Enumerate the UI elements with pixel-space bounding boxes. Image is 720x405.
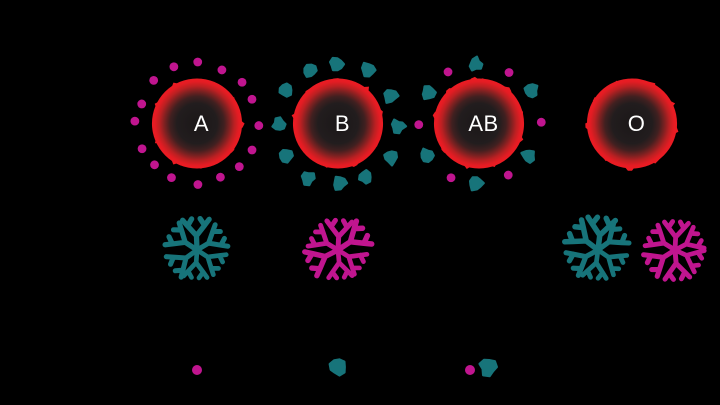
a-antigen-icon bbox=[193, 57, 203, 67]
a-antigen-icon bbox=[446, 173, 456, 183]
b-antigen-icon bbox=[358, 169, 372, 185]
b-antigen-icon bbox=[333, 175, 349, 191]
b-antigen-icon bbox=[383, 150, 398, 167]
a-antigen-icon bbox=[503, 170, 513, 180]
a-antigen-icon bbox=[216, 172, 225, 182]
blood-group-column-b bbox=[271, 56, 408, 377]
b-antigen-icon bbox=[520, 149, 535, 164]
a-antigen-icon bbox=[443, 67, 453, 77]
b-antigen-icon bbox=[329, 56, 346, 72]
red-blood-cell-icon bbox=[151, 78, 245, 169]
b-antigen-icon bbox=[390, 118, 408, 135]
b-antigen-icon bbox=[328, 358, 346, 377]
b-antigen-icon bbox=[383, 89, 400, 104]
anti-a-antibody-cluster-icon bbox=[641, 219, 707, 282]
b-antigen-icon bbox=[303, 63, 318, 78]
a-antigen-icon bbox=[247, 94, 257, 104]
blood-group-column-a bbox=[130, 57, 264, 375]
b-antigen-icon bbox=[300, 171, 316, 187]
red-blood-cell-icon bbox=[585, 78, 679, 171]
b-antigen-icon bbox=[361, 61, 377, 78]
cell-label-ab: AB bbox=[468, 111, 499, 136]
a-antigen-icon bbox=[149, 75, 159, 85]
a-antigen-icon bbox=[247, 145, 257, 155]
b-antigen-icon bbox=[271, 116, 287, 131]
blood-group-column-o bbox=[562, 78, 707, 282]
b-antigen-icon bbox=[468, 55, 484, 72]
a-antigen-icon bbox=[237, 77, 247, 87]
a-antigen-icon bbox=[254, 121, 264, 130]
a-antigen-icon bbox=[192, 365, 202, 375]
cell-label-b: B bbox=[334, 111, 351, 136]
b-antigen-icon bbox=[478, 358, 498, 378]
b-antigen-icon bbox=[421, 85, 437, 101]
a-antigen-icon bbox=[137, 144, 147, 154]
anti-b-antibody-cluster-icon bbox=[562, 214, 632, 281]
blood-group-column-ab bbox=[414, 55, 546, 378]
a-antigen-icon bbox=[504, 68, 514, 77]
a-antigen-icon bbox=[167, 173, 176, 183]
b-antigen-icon bbox=[278, 82, 293, 98]
cell-label-a: A bbox=[193, 111, 210, 136]
b-antigen-icon bbox=[469, 176, 485, 192]
a-antigen-icon bbox=[234, 162, 244, 172]
a-antigen-icon bbox=[150, 160, 159, 170]
a-antigen-icon bbox=[414, 120, 424, 130]
a-antigen-icon bbox=[465, 365, 475, 375]
a-antigen-icon bbox=[536, 117, 546, 127]
a-antigen-icon bbox=[130, 116, 140, 126]
a-antigen-icon bbox=[217, 65, 227, 75]
red-blood-cell-icon bbox=[432, 76, 525, 169]
anti-a-antibody-cluster-icon bbox=[302, 217, 375, 281]
b-antigen-icon bbox=[523, 83, 539, 99]
cell-label-o: O bbox=[627, 111, 646, 136]
red-blood-cell-icon bbox=[291, 78, 384, 169]
b-antigen-icon bbox=[278, 149, 294, 164]
anti-b-antibody-cluster-icon bbox=[162, 215, 231, 281]
a-antigen-icon bbox=[169, 62, 179, 72]
a-antigen-icon bbox=[193, 180, 203, 189]
a-antigen-icon bbox=[137, 99, 147, 109]
b-antigen-icon bbox=[420, 147, 435, 163]
